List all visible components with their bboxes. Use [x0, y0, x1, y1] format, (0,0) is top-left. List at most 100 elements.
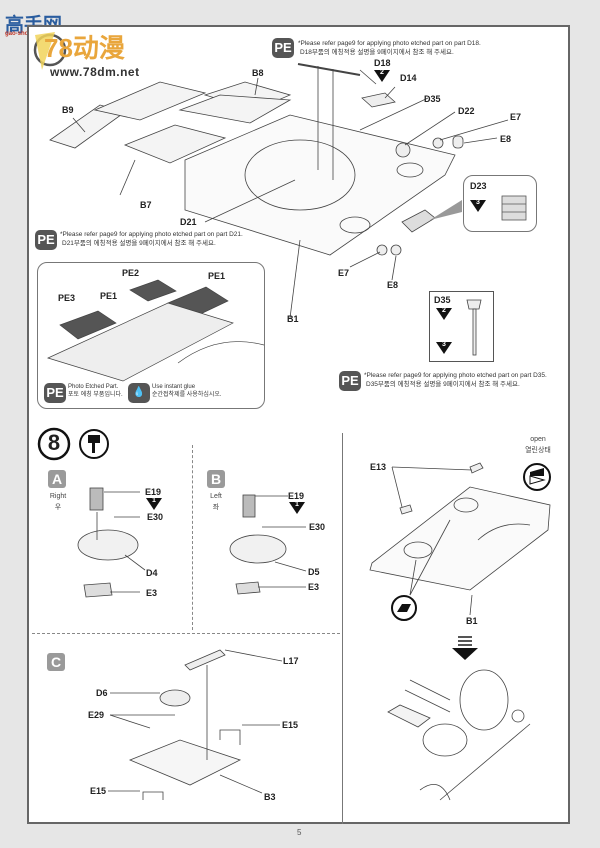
- watermark-brand: 78动漫: [44, 28, 125, 65]
- label-e8-bottom: E8: [387, 280, 399, 290]
- pe-note-d21-ko: D21부품의 에칭적용 설명을 9페이지에서 참조 해 주세요.: [62, 240, 216, 247]
- sub-a-label-e30: E30: [147, 512, 164, 522]
- axe-part-icon: [466, 299, 482, 356]
- step-8-badge: [37, 427, 71, 461]
- step-number-d18: 2: [380, 69, 384, 76]
- sub-a-label-d4: D4: [146, 568, 158, 578]
- sub-a-label-e19: E19: [145, 487, 162, 497]
- label-b8: B8: [252, 68, 264, 78]
- inset-d35: D35 2 3: [429, 291, 494, 362]
- logo-swoosh-icon: [33, 32, 67, 70]
- sub-b-label-d5: D5: [308, 567, 320, 577]
- sub-a-label-e3: E3: [146, 588, 158, 598]
- part-b7: [123, 124, 227, 164]
- inset-d23-title: D23: [470, 181, 487, 191]
- sub-b-step-number: 1: [295, 501, 299, 508]
- sub-b-label-e3: E3: [308, 582, 320, 592]
- pe-label-pe3: PE3: [58, 293, 76, 303]
- right-label-b1: B1: [466, 616, 478, 626]
- label-b7: B7: [140, 200, 152, 210]
- step-triangle-d35-b: [436, 342, 452, 354]
- step-number-d35-b: 3: [442, 341, 446, 348]
- sub-c-label-e15-left: E15: [90, 786, 107, 796]
- pe-label-pe1-right: PE1: [208, 271, 226, 281]
- step-triangle-d18: [374, 70, 390, 82]
- sub-a-side-en: Right: [49, 493, 67, 500]
- part-b1: [184, 114, 456, 256]
- watermark-url: www.78dm.net: [50, 65, 140, 79]
- label-e8-top: E8: [500, 134, 512, 144]
- inset-d23: D23 3: [463, 175, 537, 232]
- pe-legend-badge: PE: [44, 383, 66, 403]
- glue-legend-ko: 순간접착제를 사용하십시오.: [152, 392, 222, 398]
- label-e7-bottom: E7: [338, 268, 350, 278]
- pe-badge-d18: PE: [272, 38, 294, 58]
- divider-c: [32, 633, 340, 634]
- sub-b-side-en: Left: [210, 493, 222, 500]
- pe-note-d21-en: *Please refer page9 for applying photo e…: [60, 231, 243, 238]
- sub-b-step-triangle: [289, 502, 305, 514]
- sub-a-step-triangle: [146, 498, 162, 510]
- step-number-d35-a: 2: [442, 307, 446, 314]
- sub-c-label-e29: E29: [88, 710, 105, 720]
- down-arrow-icon: [452, 636, 478, 660]
- sub-step-c-badge: C: [47, 653, 65, 671]
- d23-part-icon: [501, 195, 527, 221]
- step-number: 8: [47, 430, 61, 455]
- label-d21: D21: [180, 217, 197, 227]
- step-triangle-d35-a: [436, 308, 452, 320]
- label-d14: D14: [400, 73, 417, 83]
- glue-icon: 💧: [128, 383, 150, 403]
- sub-b-label-e30: E30: [309, 522, 326, 532]
- cut-icon: [391, 595, 417, 621]
- sub-step-a-badge: A: [48, 470, 66, 488]
- pe-note-d18-en: *Please refer page9 for applying photo e…: [298, 40, 481, 47]
- sub-b-label-e19: E19: [288, 491, 305, 501]
- sub-a-step-number: 1: [152, 497, 156, 504]
- right-label-e13: E13: [370, 462, 387, 472]
- pe-badge-d21: PE: [35, 230, 57, 250]
- label-d18: D18: [374, 58, 391, 68]
- label-d35: D35: [424, 94, 441, 104]
- label-b9: B9: [62, 105, 74, 115]
- pe-note-d35-en: *Please refer page9 for applying photo e…: [364, 372, 547, 379]
- sub-c-label-l17: L17: [283, 656, 299, 666]
- open-label-en: open: [530, 436, 546, 443]
- sub-c-label-d6: D6: [96, 688, 108, 698]
- open-label-ko: 열린상태: [525, 447, 551, 454]
- sub-c-label-b3: B3: [264, 792, 276, 802]
- open-state-icon: [523, 463, 551, 491]
- sub-a-side-ko: 우: [54, 504, 62, 511]
- divider-ab: [192, 445, 193, 630]
- inset-d35-title: D35: [434, 295, 451, 305]
- pe-label-pe2: PE2: [122, 268, 140, 278]
- page-number: 5: [297, 828, 302, 837]
- label-d22: D22: [458, 106, 475, 116]
- pe-note-d18-ko: D18부품의 에칭적용 설명을 9페이지에서 참조 해 주세요.: [300, 49, 454, 56]
- label-b1: B1: [287, 314, 299, 324]
- pe-label-pe1-left: PE1: [100, 291, 118, 301]
- pe-detail-diagram: [47, 279, 265, 382]
- sub-c-label-e15-right: E15: [282, 720, 299, 730]
- inset-pe-detail: PE2 PE1 PE3 PE1 PE Photo Etched Part. 포토…: [37, 262, 265, 409]
- divider-main: [342, 433, 343, 824]
- watermark-site-sub: gao-shou.com: [5, 31, 47, 37]
- pe-legend-ko: 포토 에칭 부품입니다.: [68, 392, 123, 398]
- sub-step-b-badge: B: [207, 470, 225, 488]
- label-e7-top: E7: [510, 112, 522, 122]
- watermark-brand-text: 78动漫: [44, 33, 125, 63]
- sub-b-side-ko: 좌: [212, 504, 220, 511]
- cement-icon: [79, 429, 109, 459]
- pe-legend-en: Photo Etched Part.: [68, 384, 119, 390]
- step-number-d23: 3: [476, 199, 480, 206]
- pe-badge-d35: PE: [339, 371, 361, 391]
- glue-legend-en: Use instant glue: [152, 384, 196, 390]
- pe-note-d35-ko: D35부품의 에칭적용 설명을 9페이지에서 참조 해 주세요.: [366, 381, 520, 388]
- step-triangle-d23: [470, 200, 486, 212]
